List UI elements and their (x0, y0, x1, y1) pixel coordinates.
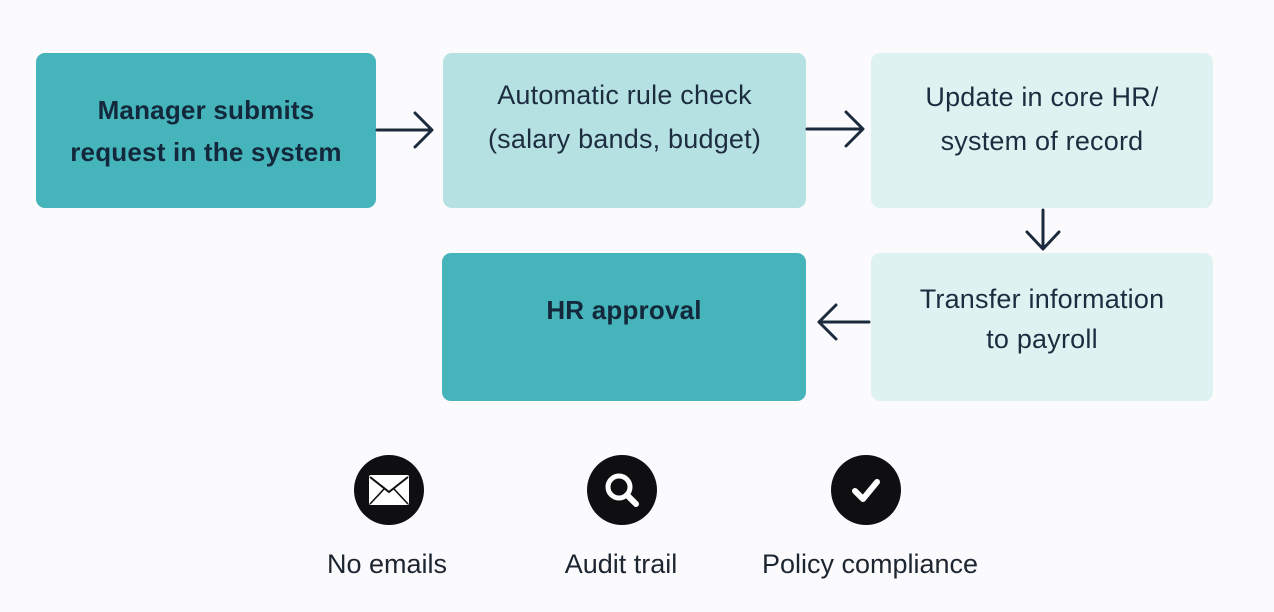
step-text-line: system of record (940, 125, 1144, 156)
arrow-left-icon (817, 303, 871, 341)
step-transfer-payroll: Transfer information to payroll (871, 253, 1213, 401)
step-hr-approval: HR approval (442, 253, 806, 401)
arrow-down-icon (1025, 208, 1061, 251)
step-text-line: to payroll (986, 324, 1098, 354)
step-rule-check: Automatic rule check (salary bands, budg… (443, 53, 806, 208)
envelope-icon (354, 455, 424, 525)
step-text-line: Transfer information (919, 284, 1165, 314)
arrow-right-icon (375, 111, 434, 149)
step-text-line: request in the system (70, 136, 342, 167)
step-text-line: HR approval (546, 295, 702, 325)
checkmark-icon (831, 455, 901, 525)
benefit-label-audit-trail: Audit trail (564, 549, 678, 579)
arrow-right-icon (805, 110, 865, 148)
step-text-line: Automatic rule check (497, 79, 752, 110)
benefit-label-policy-compliance: Policy compliance (761, 549, 979, 579)
step-manager-submits: Manager submits request in the system (36, 53, 376, 208)
step-text-line: Update in core HR/ (925, 81, 1159, 112)
step-text-line: (salary bands, budget) (487, 123, 762, 154)
benefit-label-no-emails: No emails (326, 549, 448, 579)
step-text-line: Manager submits (97, 94, 315, 125)
step-update-core-hr: Update in core HR/ system of record (871, 53, 1213, 208)
magnifier-icon (587, 455, 657, 525)
